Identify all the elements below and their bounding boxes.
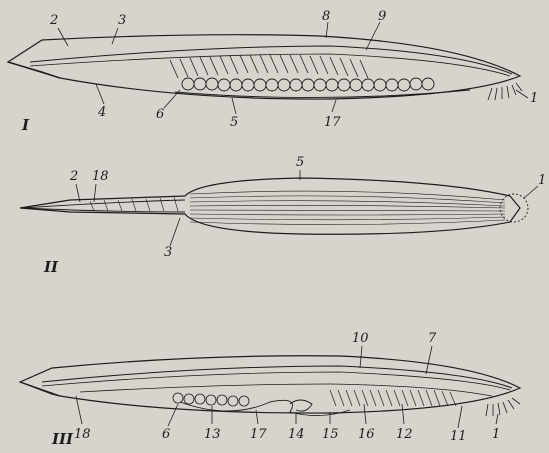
figure-3-label-10: 10 [352, 332, 369, 345]
figure-2-muscle-lines [190, 191, 505, 224]
figure-1-label-1: 1 [530, 92, 538, 105]
figure-2-numeral: II [44, 260, 58, 275]
figure-3-gut [80, 384, 492, 396]
figure-3-label-11: 11 [450, 430, 467, 443]
figure-3-label-12: 12 [396, 428, 413, 441]
figure-2-label-2: 2 [70, 170, 78, 183]
figure-1-label-17: 17 [324, 116, 341, 129]
figure-3-label-13: 13 [204, 428, 221, 441]
figure-1-label-8: 8 [322, 10, 330, 23]
figure-1-gonads [182, 78, 434, 91]
figure-1-label-5: 5 [230, 116, 238, 129]
figure-1-numeral: I [22, 118, 29, 133]
figure-1-oral-cirri [488, 83, 522, 100]
figure-2-label-18: 18 [92, 170, 109, 183]
figure-3-label-15: 15 [322, 428, 339, 441]
figure-1-nerve-cord [30, 54, 510, 76]
figure-3-label-16: 16 [358, 428, 375, 441]
figure-1-label-4: 4 [98, 106, 106, 119]
figure-3-pharynx-slits [330, 390, 456, 406]
figure-3-nerve-cord [42, 372, 510, 390]
figure-2-label-5: 5 [296, 156, 304, 169]
figure-3-label-17: 17 [250, 428, 267, 441]
figure-1-label-9: 9 [378, 10, 386, 23]
figure-3-rostrum [20, 382, 60, 396]
figure-2-label-1: 1 [538, 174, 546, 187]
figure-3-label-18: 18 [74, 428, 91, 441]
figure-3-leader-lines [76, 346, 498, 428]
figure-1-label-6: 6 [156, 108, 164, 121]
figure-3-intestine [290, 400, 312, 411]
figure-2-label-3: 3 [164, 246, 172, 259]
figure-3-gonads [173, 393, 249, 406]
figure-3-label-14: 14 [288, 428, 305, 441]
figure-3-label-6: 6 [162, 428, 170, 441]
figure-1-label-3: 3 [118, 14, 126, 27]
figure-3-label-1: 1 [492, 428, 500, 441]
figure-1-label-2: 2 [50, 14, 58, 27]
figure-1-gill-slits [170, 55, 368, 78]
figure-3-oral-cirri [486, 398, 520, 416]
figure-3-label-7: 7 [428, 332, 436, 345]
figure-2-body-outline [20, 178, 520, 234]
figure-3-numeral: III [52, 432, 73, 447]
